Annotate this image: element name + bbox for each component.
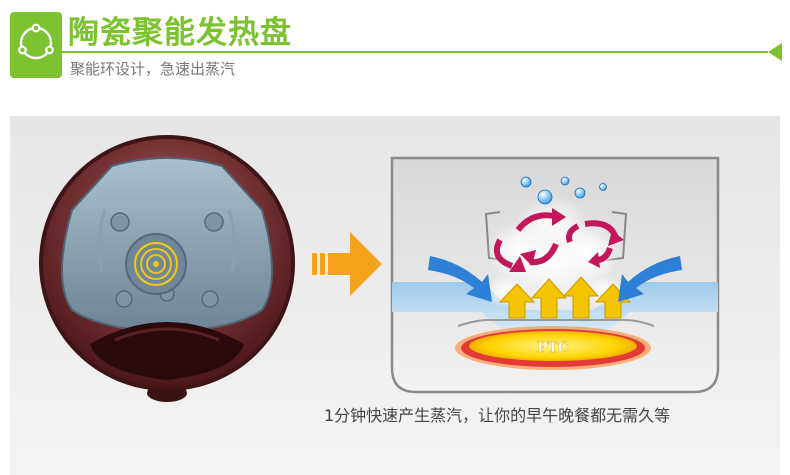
heat-plate-graphic bbox=[455, 326, 651, 370]
section-badge bbox=[10, 12, 62, 78]
diagram-caption: 1分钟快速产生蒸汽，让你的早午晚餐都无需久等 bbox=[324, 406, 671, 425]
circle-nodes-icon bbox=[18, 23, 54, 60]
section-header: 陶瓷聚能发热盘 聚能环设计，急速出蒸汽 bbox=[0, 0, 790, 110]
header-divider bbox=[62, 51, 768, 53]
header-arrow-icon bbox=[768, 43, 782, 61]
page-subtitle: 聚能环设计，急速出蒸汽 bbox=[70, 60, 236, 78]
heating-plate-photo bbox=[39, 135, 295, 402]
page-title: 陶瓷聚能发热盘 bbox=[68, 15, 292, 51]
ptc-label: PTC bbox=[537, 340, 569, 356]
steam-rise-arrows bbox=[498, 276, 632, 319]
direction-arrow-icon bbox=[312, 232, 382, 296]
steam-bubbles bbox=[520, 176, 607, 205]
steam-cycle-arrowheads bbox=[509, 208, 624, 272]
water-inflow-arrows bbox=[428, 256, 682, 302]
steam-cross-section-diagram: PTC bbox=[390, 156, 720, 394]
